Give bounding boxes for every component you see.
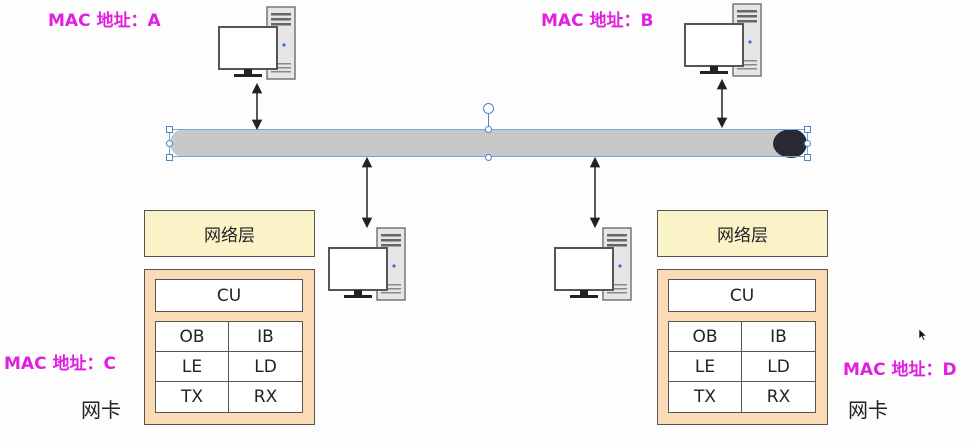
network-layer-label-c: 网络层 xyxy=(204,226,255,246)
resize-handle-left[interactable] xyxy=(166,140,173,147)
mac-label-b: MAC 地址：B xyxy=(541,11,654,31)
nic-cell-rx-d: RX xyxy=(766,387,791,407)
resize-handle-bl[interactable] xyxy=(166,154,173,161)
link-arrow-a xyxy=(251,82,263,131)
nic-label-d: 网卡 xyxy=(848,398,888,422)
resize-handle-tl[interactable] xyxy=(166,126,173,133)
resize-handle-bottom[interactable] xyxy=(485,154,492,161)
nic-cell-rx-c: RX xyxy=(253,387,278,407)
nic-cell-tx-c: TX xyxy=(156,382,229,412)
computer-d-icon[interactable] xyxy=(552,226,634,302)
nic-cell-ob-d: OB xyxy=(669,322,742,352)
mac-label-d: MAC 地址：D xyxy=(843,360,957,380)
nic-cell-ib-c: IB xyxy=(229,322,302,352)
nic-cu-d: CU xyxy=(668,279,816,312)
nic-cu-c: CU xyxy=(155,279,303,312)
nic-cu-label-c: CU xyxy=(216,285,242,306)
nic-cell-ob-c: OB xyxy=(156,322,229,352)
link-arrow-d xyxy=(589,156,601,229)
nic-cell-tx-d: TX xyxy=(669,382,742,412)
mac-label-c: MAC 地址：C xyxy=(4,354,116,374)
network-layer-label-d: 网络层 xyxy=(717,226,768,246)
resize-handle-top[interactable] xyxy=(485,126,492,133)
resize-handle-right[interactable] xyxy=(804,140,811,147)
resize-handle-br[interactable] xyxy=(804,154,811,161)
nic-grid-c: OB IB LE LD TX RX xyxy=(155,321,303,413)
rotation-handle[interactable] xyxy=(483,103,494,114)
network-layer-box-c: 网络层 xyxy=(144,210,315,257)
bus-terminator xyxy=(773,129,807,158)
computer-b-icon[interactable] xyxy=(682,2,764,78)
link-arrow-b xyxy=(716,78,728,129)
nic-label-c: 网卡 xyxy=(81,398,121,422)
ethernet-bus[interactable] xyxy=(170,129,807,157)
network-layer-box-d: 网络层 xyxy=(657,210,828,257)
nic-cell-ld-c: LD xyxy=(229,352,302,382)
mouse-cursor-icon xyxy=(918,328,928,341)
resize-handle-tr[interactable] xyxy=(804,126,811,133)
nic-cell-le-c: LE xyxy=(156,352,229,382)
nic-cell-ld-d: LD xyxy=(742,352,815,382)
computer-a-icon[interactable] xyxy=(216,5,298,81)
mac-label-a: MAC 地址：A xyxy=(48,11,161,31)
nic-cell-le-d: LE xyxy=(669,352,742,382)
nic-box-c: CU OB IB LE LD TX RX xyxy=(144,269,315,425)
nic-cell-ib-d: IB xyxy=(742,322,815,352)
link-arrow-c xyxy=(361,156,373,229)
nic-cu-label-d: CU xyxy=(729,285,755,306)
nic-grid-d: OB IB LE LD TX RX xyxy=(668,321,816,413)
computer-c-icon[interactable] xyxy=(326,226,408,302)
rotation-stem xyxy=(488,114,489,130)
nic-box-d: CU OB IB LE LD TX RX xyxy=(657,269,828,425)
